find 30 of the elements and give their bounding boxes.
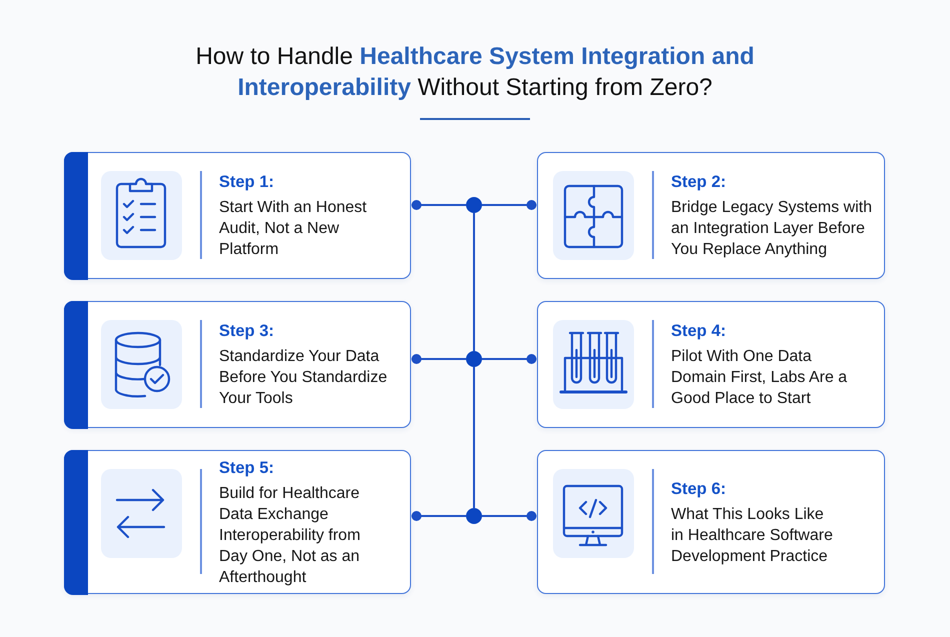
step-description: Start With an Honest Audit, Not a New Platform [219,198,368,260]
connector-line [412,511,466,521]
step-heading: Step 2: [671,172,726,193]
connector-line [412,200,466,210]
step-description: Pilot With One Data Domain First, Labs Are a Good Place to Start [671,347,848,409]
connector-line [482,200,536,210]
connector-line [482,354,536,364]
step-description: Build for Healthcare Data Exchange Interoperability from Day One, Not as an Afterthought [219,484,362,588]
connector-line [412,354,466,364]
step-heading: Step 3: [219,321,274,342]
connector-line [473,367,475,508]
step-card [64,450,411,594]
step-heading: Step 4: [671,321,726,342]
connector-line [473,213,475,351]
step-card [537,152,885,279]
step-card [64,152,411,279]
step-heading: Step 5: [219,458,274,478]
connector-line [482,511,536,521]
junction-dot [466,197,482,213]
step-card [537,301,885,428]
step-card [537,450,885,594]
step-description: Bridge Legacy Systems with an Integration Layer Before You Replace Anything [671,198,873,260]
step-card [64,301,411,428]
junction-dot [466,508,482,524]
step-heading: Step 6: [671,478,726,500]
step-description: What This Looks Like in Healthcare Software Development Practice [671,504,834,566]
junction-dot [466,351,482,367]
step-description: Standardize Your Data Before You Standardize Your Tools [219,347,388,409]
title: How to Handle Healthcare System Integration and Interoperability Without Starting from Zero? [194,42,756,103]
step-heading: Step 1: [219,172,274,193]
